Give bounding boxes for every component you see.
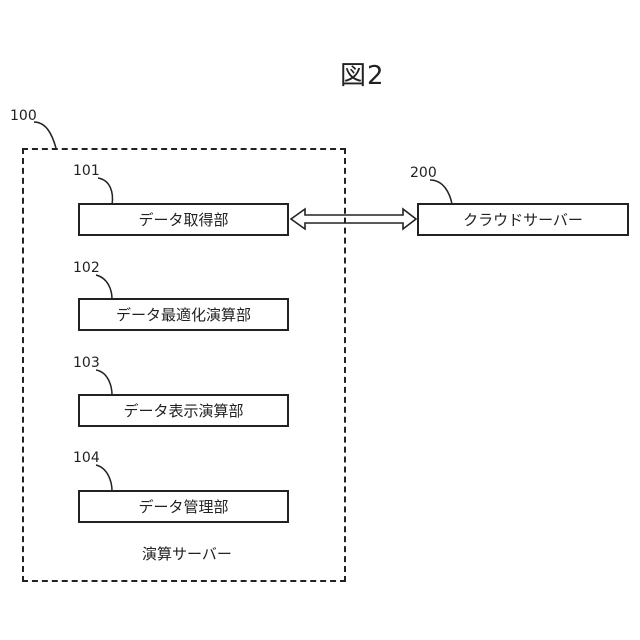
- ref-101: 101: [73, 163, 100, 179]
- cloud-server-label: クラウドサーバー: [463, 209, 583, 230]
- ref-102: 102: [73, 260, 100, 276]
- leader-100: [34, 122, 56, 148]
- unit-label: データ管理部: [138, 496, 228, 517]
- unit-data-management: データ管理部: [78, 490, 289, 523]
- unit-data-display: データ表示演算部: [78, 394, 289, 427]
- ref-103: 103: [73, 355, 100, 371]
- ref-104: 104: [73, 450, 100, 466]
- ref-100: 100: [10, 108, 37, 124]
- unit-label: データ最適化演算部: [116, 304, 251, 325]
- unit-data-optimization: データ最適化演算部: [78, 298, 289, 331]
- unit-data-acquisition: データ取得部: [78, 203, 289, 236]
- unit-label: データ表示演算部: [123, 400, 243, 421]
- unit-label: データ取得部: [138, 209, 228, 230]
- ref-200: 200: [410, 165, 437, 181]
- server-group-caption: 演算サーバー: [142, 543, 232, 564]
- cloud-server-box: クラウドサーバー: [417, 203, 629, 236]
- leader-200: [430, 180, 452, 204]
